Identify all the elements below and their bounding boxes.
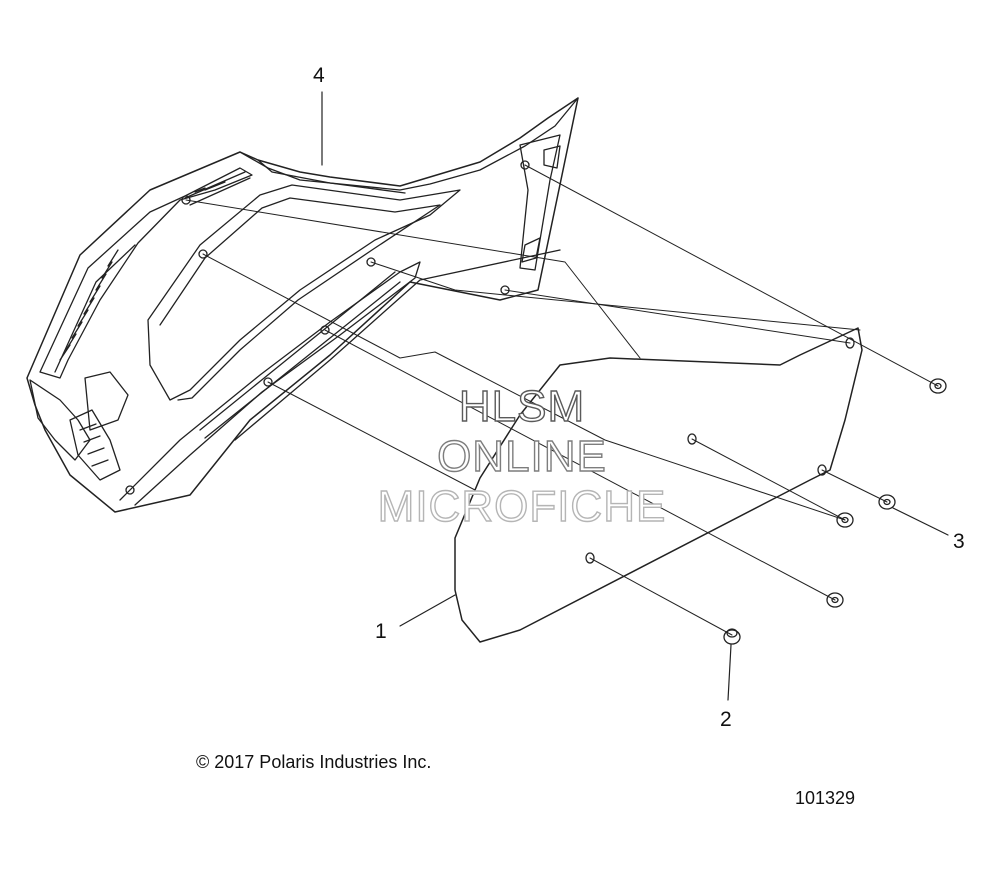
panel-cover-holes bbox=[585, 337, 855, 564]
watermark-line-1: HLSM bbox=[458, 381, 586, 431]
push-nut-icon bbox=[878, 494, 896, 510]
callout-2: 2 bbox=[720, 708, 732, 731]
figure-number: 101329 bbox=[795, 788, 856, 808]
push-nut-icon bbox=[836, 512, 854, 528]
callout-1: 1 bbox=[375, 620, 387, 643]
push-nut-icon bbox=[826, 592, 844, 608]
callout-leaders bbox=[321, 91, 949, 701]
fastener-leader-lines bbox=[185, 164, 939, 636]
side-panel-part-4 bbox=[26, 97, 579, 513]
watermark-line-2: ONLINE bbox=[436, 431, 607, 481]
push-nut-icons bbox=[826, 378, 947, 608]
callout-4: 4 bbox=[313, 64, 325, 87]
callout-3: 3 bbox=[953, 530, 965, 553]
watermark-line-3: MICROFICHE bbox=[377, 481, 667, 531]
copyright-text: © 2017 Polaris Industries Inc. bbox=[196, 752, 432, 772]
push-rivet-icon bbox=[723, 628, 741, 645]
panel-cover-part-1 bbox=[454, 327, 863, 643]
push-nut-icon bbox=[929, 378, 947, 394]
